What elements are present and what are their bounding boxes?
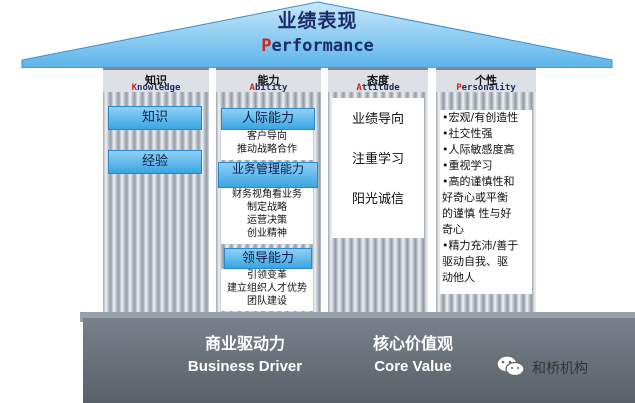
pillar-personality-header: 个性 Personality	[436, 68, 536, 93]
roof-title-cn: 业绩表现	[277, 10, 358, 32]
pillar-subtitle: Attitude	[356, 83, 400, 93]
base	[83, 318, 635, 403]
leadership-head: 领导能力	[224, 248, 312, 269]
base-left-en: Business Driver	[187, 358, 303, 375]
personality-list: •宏观/有创造性 •社交性强 •人际敏感度高 •重视学习 •高的谨慎性和 好奇心…	[440, 110, 532, 294]
attitude-item: 注重学习	[351, 152, 404, 167]
business-management-head: 业务管理能力	[218, 162, 318, 188]
business-management-details: 财务视角看业务 制定战略 运营决策 创业精神	[221, 188, 313, 244]
pillar-knowledge-header: 知识 Knowledge	[103, 68, 209, 93]
pillar-subtitle: Personality	[456, 83, 516, 93]
attitude-list: 业绩导向 注重学习 阳光诚信	[332, 98, 424, 238]
base-right-en: Core Value	[374, 358, 452, 375]
base-right-cn: 核心价值观	[372, 334, 453, 353]
watermark-text: 和桥机构	[532, 361, 588, 377]
interpersonal-ability-head: 人际能力	[221, 108, 315, 130]
roof-title-en: Performance	[261, 36, 374, 56]
interpersonal-ability-details: 客户导向 推动战略合作	[221, 130, 313, 160]
knowledge-item: 知识	[108, 106, 202, 130]
pillar-title: 个性	[475, 74, 497, 87]
attitude-item: 业绩导向	[351, 112, 404, 127]
pillar-title: 能力	[257, 74, 280, 87]
base-left-cn: 商业驱动力	[204, 334, 285, 353]
pillar-ability-header: 能力 Ability	[216, 68, 321, 93]
wechat-icon	[496, 355, 525, 377]
base-ledge	[80, 312, 635, 322]
experience-item: 经验	[108, 150, 202, 174]
pillar-attitude-header: 态度 Attitude	[328, 68, 428, 93]
leadership-details: 引领变革 建立组织人才优势 团队建设	[221, 269, 313, 311]
pillar-subtitle: Ability	[249, 83, 288, 93]
pillar-subtitle: Knowledge	[131, 83, 181, 93]
attitude-item: 阳光诚信	[351, 192, 404, 207]
roof	[21, 1, 613, 68]
pillar-title: 知识	[145, 74, 167, 87]
pillar-title: 态度	[367, 74, 389, 87]
